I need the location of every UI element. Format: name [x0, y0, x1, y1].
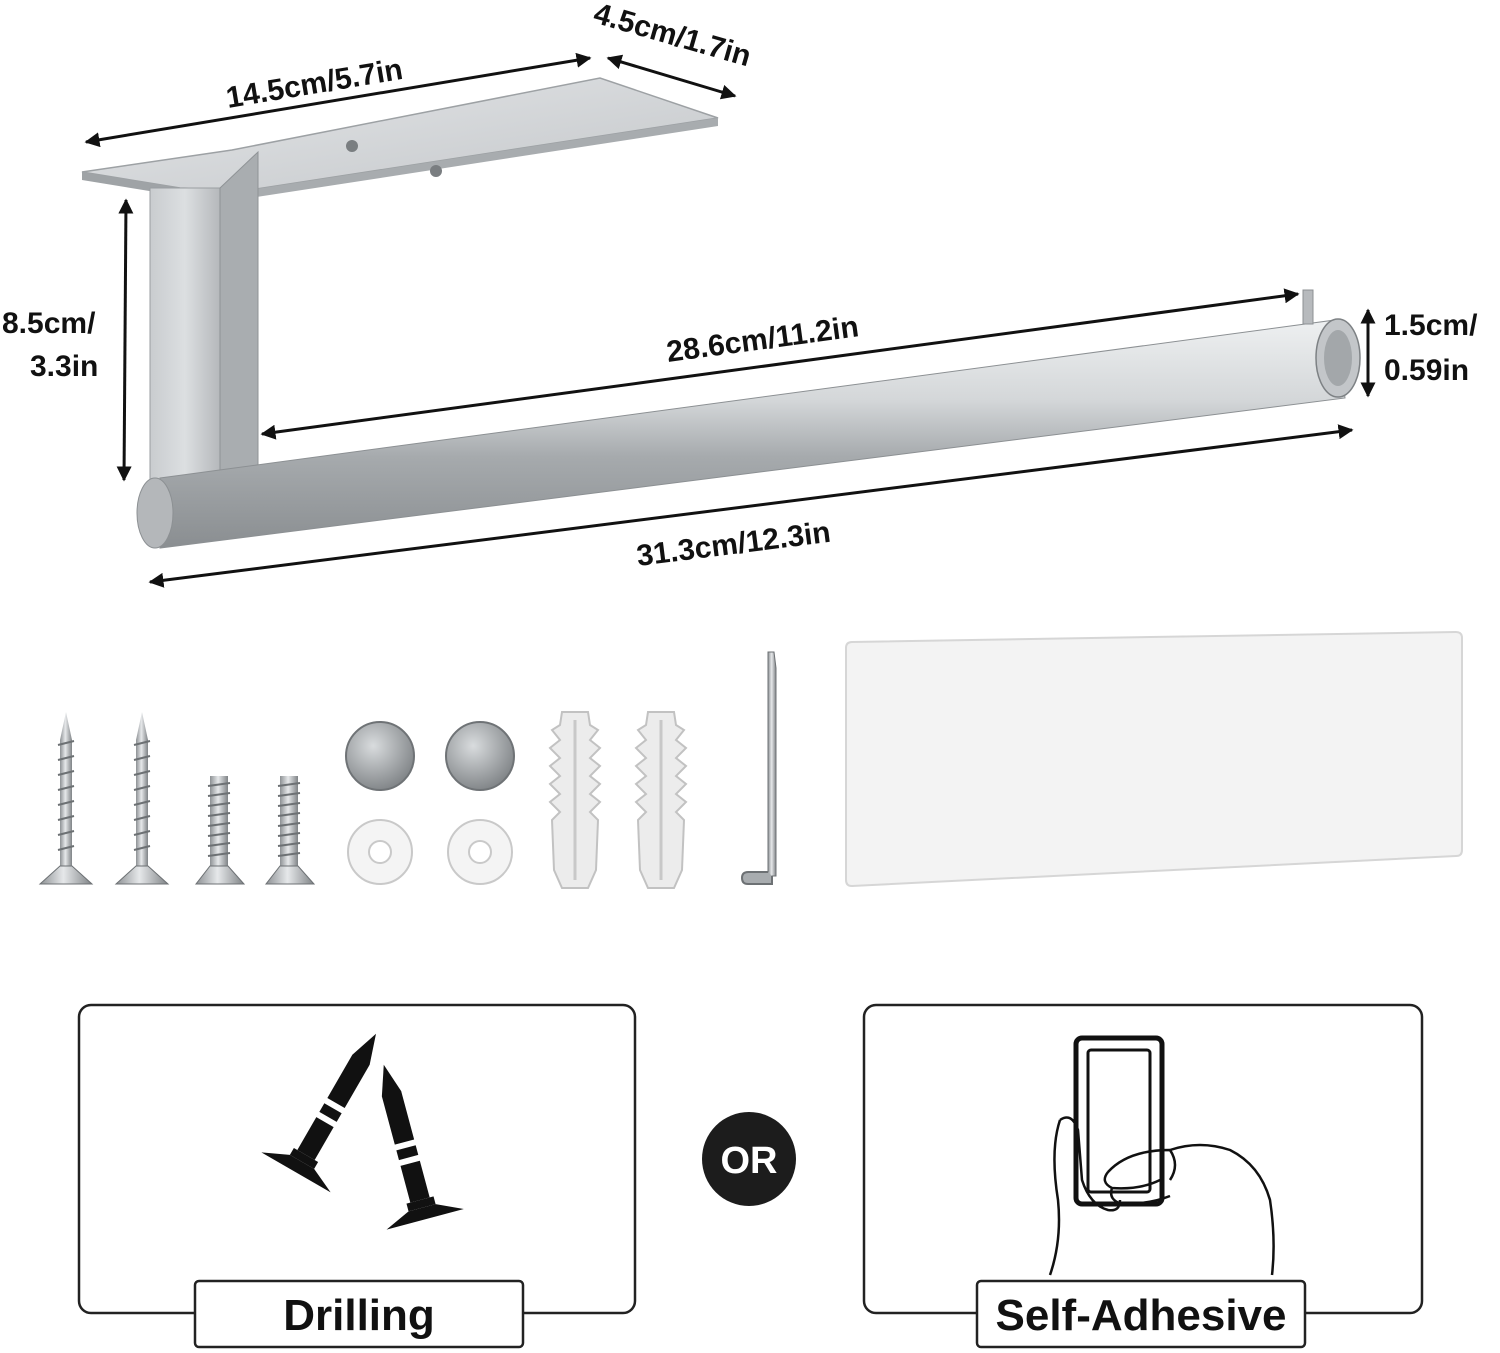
total-length-arrow — [148, 424, 1354, 588]
rod-diameter-label-line2: 0.59in — [1384, 354, 1469, 387]
machine-screw-icon — [194, 776, 246, 885]
self-adhesive-label-box — [975, 1279, 1307, 1349]
total-length-label: 31.3cm/12.3in — [635, 516, 833, 573]
screw-cap-icon — [345, 721, 415, 791]
washer-icon — [347, 819, 413, 885]
plate-screw-hole — [346, 140, 358, 152]
plate-width-label: 4.5cm/1.7in — [590, 0, 755, 73]
vertical-post — [149, 187, 221, 506]
height-arrow — [116, 198, 134, 482]
wood-screw-icon — [38, 712, 94, 885]
height-label-line2: 3.3in — [30, 350, 98, 383]
screw-cap-icon — [445, 721, 515, 791]
machine-screw-icon — [264, 776, 316, 885]
plate-screw-hole — [430, 165, 442, 177]
paper-towel-holder: 14.5cm/5.7in 4.5cm/1.7in 8.5cm/ 3.3in 28… — [2, 0, 1478, 588]
plate-length-arrow — [84, 52, 592, 148]
usable-length-label: 28.6cm/11.2in — [665, 310, 861, 369]
self-adhesive-label: Self-Adhesive — [996, 1291, 1287, 1340]
self-adhesive-option: Self-Adhesive — [862, 1003, 1424, 1349]
screw-icon — [381, 1064, 464, 1230]
accessories-row — [38, 630, 1463, 889]
drilling-label-box — [193, 1279, 525, 1349]
usable-length-arrow — [260, 288, 1300, 440]
plate-width-arrow — [606, 54, 737, 100]
adhesive-pad-icon — [845, 630, 1463, 888]
wall-anchor-icon — [548, 711, 602, 889]
rod-stopper-pin — [1302, 289, 1314, 325]
height-label-line1: 8.5cm/ — [2, 307, 96, 340]
hand-icon — [1048, 1116, 1122, 1276]
wood-screw-icon — [114, 712, 170, 885]
hand-icon — [1103, 1143, 1275, 1276]
drilling-label: Drilling — [283, 1291, 435, 1340]
plate-length-label: 14.5cm/5.7in — [224, 53, 405, 115]
hex-key-icon — [740, 651, 777, 885]
adhesive-pad-peel-icon — [1048, 1035, 1275, 1276]
drilling-option: Drilling — [77, 1003, 637, 1349]
or-badge: OR — [702, 1112, 796, 1206]
washer-icon — [447, 819, 513, 885]
or-label: OR — [721, 1140, 778, 1182]
wall-anchor-icon — [634, 711, 688, 889]
rod-diameter-label-line1: 1.5cm/ — [1384, 309, 1478, 342]
